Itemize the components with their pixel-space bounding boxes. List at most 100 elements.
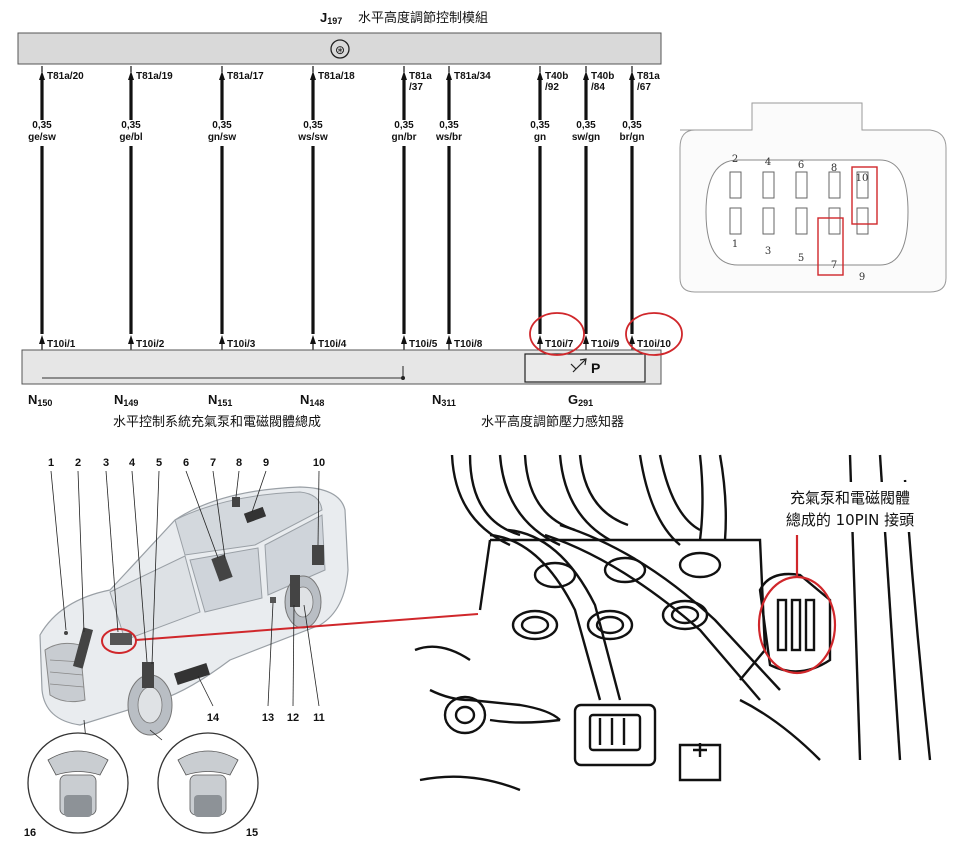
wire-bottom-arrow [39, 335, 45, 344]
ground-symbol-icon [330, 39, 350, 59]
wire-top-arrow [629, 71, 635, 80]
wire-bottom-arrow [401, 335, 407, 344]
wire-bottom-arrow [219, 335, 225, 344]
car-callout-1: 1 [48, 457, 54, 469]
connector-pin-slot [828, 207, 841, 235]
connector-pin-label-top: 6 [798, 160, 804, 171]
car-callout-11: 11 [313, 712, 325, 724]
car-callout-8: 8 [236, 457, 242, 469]
connector-pin-slot [762, 207, 775, 235]
wire-top-pin: T81a/20 [47, 71, 84, 82]
connector-pin-label-bottom: 1 [732, 239, 738, 250]
car-callout-16: 16 [24, 827, 36, 839]
wire-color: gn [534, 132, 546, 143]
wire-top-arrow [537, 71, 543, 80]
wire-top-pin: T81a [409, 71, 432, 82]
wire-top-arrow [401, 71, 407, 80]
connector-pin-slot [856, 207, 869, 235]
wire-top-pin: T81a [637, 71, 660, 82]
car-callout-15: 15 [246, 827, 258, 839]
wire-color: gn/br [392, 132, 417, 143]
connector-pin-slot [729, 171, 742, 199]
wire-top-arrow [219, 71, 225, 80]
wire-bottom-arrow [629, 335, 635, 344]
connector-pin-label-top: 4 [765, 157, 771, 168]
wire-top-pin: T81a/17 [227, 71, 264, 82]
wire-gauge: 0,35 [394, 120, 414, 131]
wire-bottom-pin: T10i/5 [409, 339, 438, 350]
connector-pin-slot [762, 171, 775, 199]
car-callout-2: 2 [75, 457, 81, 469]
car-callout-13: 13 [262, 712, 274, 724]
wire-bottom-arrow [537, 335, 543, 344]
highlight-car-pump [101, 628, 137, 654]
module-code: J197 [320, 10, 342, 26]
wire-color: ws/br [435, 132, 462, 143]
wire-bottom-pin: T10i/1 [47, 339, 76, 350]
wire-top-pin-2: /84 [591, 82, 605, 93]
wire-bottom-pin: T10i/7 [545, 339, 574, 350]
control-module-bar [17, 32, 662, 65]
car-callout-4: 4 [129, 457, 136, 469]
car-callout-9: 9 [263, 457, 269, 469]
wire-gauge: 0,35 [622, 120, 642, 131]
car-callout-7: 7 [210, 457, 216, 469]
junction-dot [401, 376, 405, 380]
car-callout-12: 12 [287, 712, 299, 724]
wire-color: br/gn [620, 132, 645, 143]
pressure-sensor-box [524, 353, 646, 383]
car-callout-5: 5 [156, 457, 162, 469]
connector-pin-label-top: 10 [856, 173, 869, 184]
wire-gauge: 0,35 [530, 120, 550, 131]
wire-gauge: 0,35 [303, 120, 323, 131]
connector-pin-slot [828, 171, 841, 199]
wire-gauge: 0,35 [121, 120, 141, 131]
engine-bay-line-drawing [414, 454, 932, 792]
wire-bottom-arrow [583, 335, 589, 344]
wire-bottom-arrow [310, 335, 316, 344]
wire-color: ge/bl [119, 132, 143, 143]
wire-bottom-pin: T10i/10 [637, 339, 671, 350]
wire-top-pin: T81a/34 [454, 71, 491, 82]
wire-top-pin: T40b [545, 71, 568, 82]
module-name: 水平高度調節控制模組 [358, 10, 488, 26]
component-n148: N148 [300, 392, 324, 408]
wire-top-pin-2: /92 [545, 82, 559, 93]
connector-pin-label-bottom: 3 [765, 246, 771, 257]
wire-color: sw/gn [572, 132, 600, 143]
connector-pin-label-top: 8 [831, 163, 837, 174]
wire-bottom-pin: T10i/2 [136, 339, 165, 350]
wire-top-arrow [128, 71, 134, 80]
highlight-pin-7 [529, 312, 585, 356]
wire-bottom-arrow [446, 335, 452, 344]
car-callout-3: 3 [103, 457, 109, 469]
connector-pin-label-top: 2 [732, 154, 738, 165]
car-callout-10: 10 [313, 457, 325, 469]
wire-color: gn/sw [208, 132, 237, 143]
wire-top-arrow [583, 71, 589, 80]
wire-top-pin-2: /37 [409, 82, 423, 93]
connector-pin-label-bottom: 9 [859, 272, 865, 283]
wire-top-pin: T81a/19 [136, 71, 173, 82]
wire-top-pin: T40b [591, 71, 614, 82]
component-n149: N149 [114, 392, 138, 408]
highlight-connector-pin-7 [817, 217, 844, 276]
wire-gauge: 0,35 [212, 120, 232, 131]
wire-gauge: 0,35 [576, 120, 596, 131]
caption-pump-assembly: 水平控制系統充氣泵和電磁閥體總成 [113, 414, 321, 430]
connector-pin-slot [795, 171, 808, 199]
wire-top-pin: T81a/18 [318, 71, 355, 82]
wire-top-arrow [39, 71, 45, 80]
wire-gauge: 0,35 [32, 120, 52, 131]
wire-bottom-pin: T10i/9 [591, 339, 620, 350]
connector-pin-label-bottom: 5 [798, 253, 804, 264]
